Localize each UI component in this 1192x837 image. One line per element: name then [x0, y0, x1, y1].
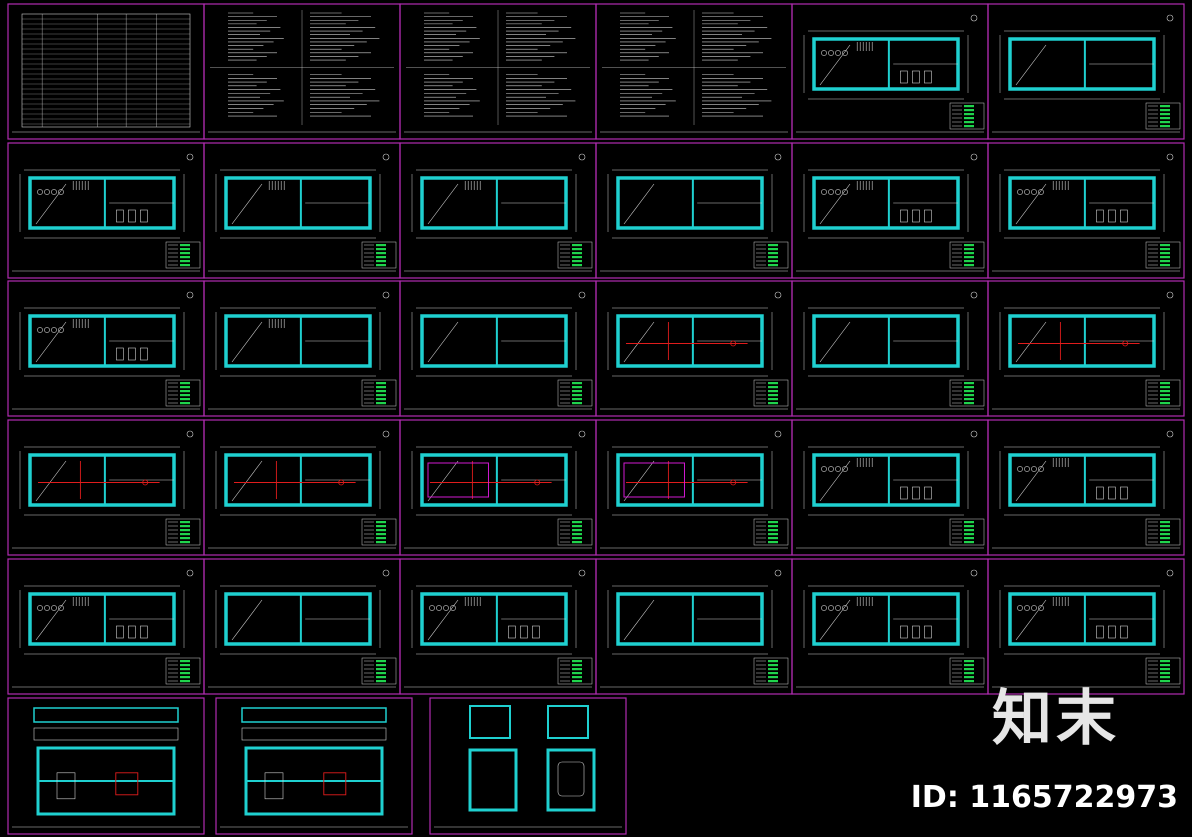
sheet-frame: [987, 280, 1185, 417]
sheet-frame: [7, 3, 205, 140]
cad-sheet: [203, 142, 401, 279]
cad-sheet: [399, 3, 597, 140]
cad-sheet: [595, 142, 793, 279]
cad-sheet: [429, 697, 627, 835]
cad-sheet: [987, 280, 1185, 417]
sheet-frame: [987, 3, 1185, 140]
cad-sheet: [595, 3, 793, 140]
cad-sheet: [7, 280, 205, 417]
cad-sheet: [399, 558, 597, 695]
watermark-id: ID: 1165722973: [910, 780, 1178, 815]
sheet-frame: [429, 697, 627, 835]
watermark-logo: 知末: [992, 684, 1120, 754]
cad-sheet: [791, 280, 989, 417]
cad-sheet: [791, 419, 989, 556]
cad-sheet: [595, 558, 793, 695]
cad-sheet: [7, 697, 205, 835]
sheet-frame: [215, 697, 413, 835]
sheet-frame: [987, 142, 1185, 279]
cad-sheet: [203, 419, 401, 556]
cad-sheet: [203, 3, 401, 140]
cad-sheet: [987, 558, 1185, 695]
cad-sheet: [987, 142, 1185, 279]
cad-sheet: [7, 142, 205, 279]
cad-sheet: [595, 280, 793, 417]
cad-sheet: [791, 558, 989, 695]
cad-sheet: [987, 3, 1185, 140]
cad-sheet: [791, 142, 989, 279]
cad-sheet: [399, 280, 597, 417]
cad-sheet: [595, 419, 793, 556]
cad-sheet: [203, 558, 401, 695]
cad-sheet: [7, 3, 205, 140]
cad-sheet: [7, 419, 205, 556]
sheet-frame: [987, 419, 1185, 556]
cad-sheet: [399, 142, 597, 279]
cad-sheet: [7, 558, 205, 695]
cad-sheet: [399, 419, 597, 556]
cad-sheet: [215, 697, 413, 835]
cad-sheet: [791, 3, 989, 140]
sheet-frame: [987, 558, 1185, 695]
sheet-frame: [7, 697, 205, 835]
cad-sheet: [987, 419, 1185, 556]
cad-sheet: [203, 280, 401, 417]
